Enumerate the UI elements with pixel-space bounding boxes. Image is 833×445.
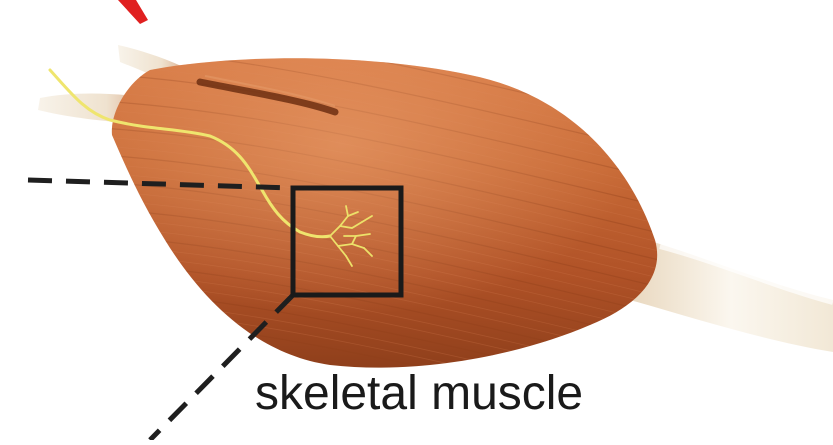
top-arrow-fragment xyxy=(118,0,148,24)
muscle-label: skeletal muscle xyxy=(255,366,583,422)
